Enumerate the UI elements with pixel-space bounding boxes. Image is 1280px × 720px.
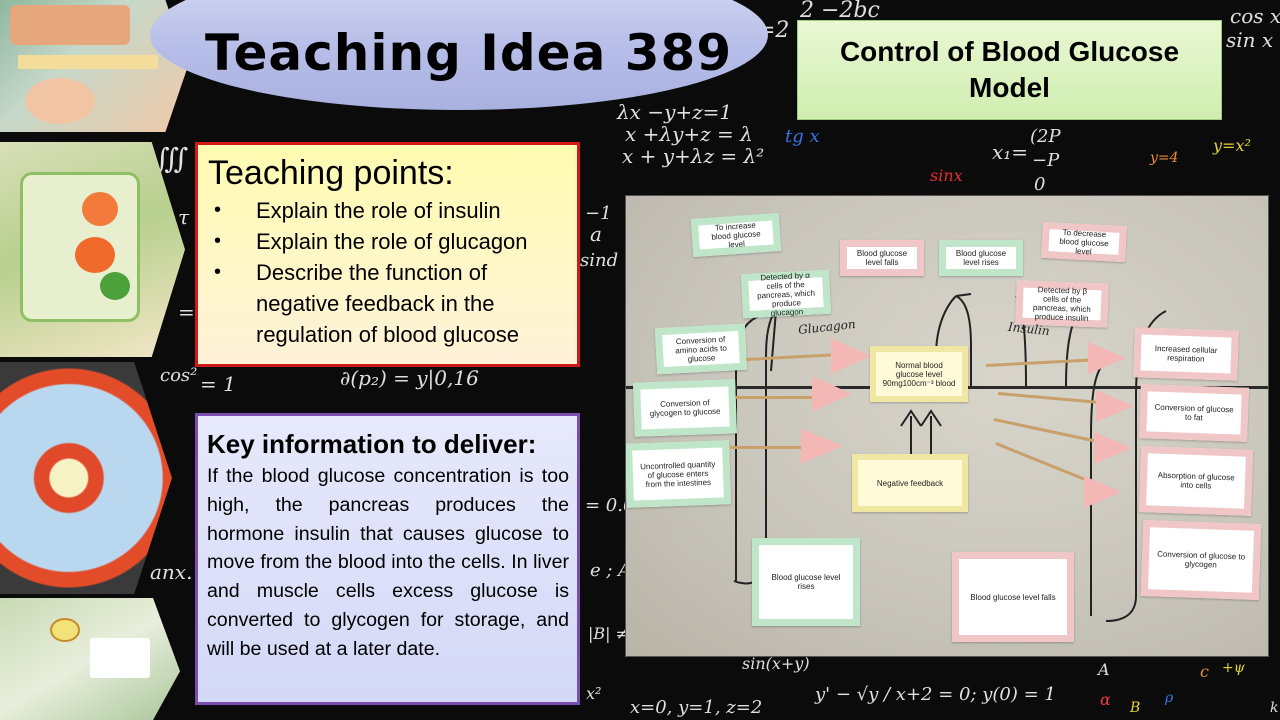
- arrow-flag-7: [1084, 476, 1122, 508]
- arrow-flag-1: [831, 338, 871, 374]
- math-eq-26: anx.: [150, 560, 193, 584]
- teaching-points-heading: Teaching points:: [208, 154, 454, 192]
- math-eq-24: sind: [580, 250, 619, 271]
- teaching-points-list: Explain the role of insulin Explain the …: [208, 195, 569, 350]
- topic-line-1: Control of Blood Glucose: [839, 35, 1180, 67]
- arrow-flag-6: [1094, 432, 1132, 464]
- math-eq-38: +ψ: [1222, 660, 1245, 676]
- math-eq-39: |B| ≠: [588, 624, 630, 643]
- math-eq-15: 0: [1034, 174, 1046, 195]
- card-uncontrolled: Uncontrolled quantity of glucose enters …: [626, 440, 732, 508]
- math-eq-16: ∭: [155, 142, 189, 175]
- key-information-heading: Key information to deliver:: [207, 429, 537, 459]
- math-eq-23: a: [590, 222, 602, 246]
- math-eq-2: x +λy+z = λ: [625, 122, 753, 146]
- math-eq-3: x + y+λz = λ²: [622, 144, 765, 168]
- math-eq-30: x=0, y=1, z=2: [630, 697, 763, 718]
- math-eq-21: ∂(p₂) = y|0,16: [340, 366, 479, 390]
- card-level-falls-top: Blood glucose level falls: [840, 240, 924, 276]
- card-glycogen-to-glucose: Conversion of glycogen to glucose: [633, 379, 737, 437]
- arrow-flag-2: [812, 376, 852, 412]
- card-negative-feedback: Negative feedback: [852, 454, 968, 512]
- math-eq-1: λx −y+z=1: [617, 100, 733, 124]
- math-eq-25: = 0.0: [585, 495, 635, 516]
- card-amino-acids: Conversion of amino acids to glucose: [654, 323, 748, 375]
- card-alpha-cells: Detected by α cells of the pancreas, whi…: [740, 269, 832, 319]
- model-photo: To increase blood glucose level Blood gl…: [625, 195, 1269, 657]
- card-level-rises-top: Blood glucose level rises: [939, 240, 1023, 276]
- math-eq-19: cos²: [160, 365, 198, 386]
- math-eq-12: x₁=: [992, 140, 1029, 164]
- teaching-point: Explain the role of insulin: [208, 195, 569, 226]
- card-level-falls-bottom: Blood glucose level falls: [952, 552, 1074, 642]
- teaching-point: Describe the function of negative feedba…: [208, 257, 569, 350]
- photo-cell-model: [0, 142, 185, 357]
- math-eq-34: A: [1098, 660, 1110, 679]
- card-normal-level: Normal blood glucose level 90mg100cm⁻³ b…: [870, 346, 968, 402]
- key-information-body: If the blood glucose concentration is to…: [207, 465, 569, 660]
- math-eq-20: = 1: [200, 372, 236, 396]
- card-level-rises-bottom: Blood glucose level rises: [752, 538, 860, 626]
- math-eq-11: y=4: [1150, 150, 1179, 166]
- math-eq-37: x²: [586, 684, 602, 703]
- page-title: Teaching Idea 389: [205, 24, 733, 82]
- math-eq-36: k: [1270, 700, 1279, 716]
- key-information-box: Key information to deliver: If the blood…: [195, 413, 580, 705]
- stick-2: [736, 396, 824, 399]
- photo-cell-diagram: [0, 598, 180, 720]
- card-glucose-to-glycogen: Conversion of glucose to glycogen: [1140, 519, 1262, 601]
- math-eq-6: cos x: [1230, 4, 1280, 28]
- math-eq-29: y' − √y / x+2 = 0; y(0) = 1: [815, 684, 1056, 705]
- math-eq-13: (2P: [1030, 126, 1061, 147]
- math-eq-32: B: [1130, 700, 1141, 716]
- card-absorption: Absorption of glucose into cells: [1138, 446, 1254, 516]
- topic-box: Control of Blood Glucose Model: [797, 20, 1222, 120]
- math-eq-22: −1: [585, 203, 612, 224]
- arrow-flag-4: [1088, 342, 1126, 374]
- math-eq-7: sin x: [1226, 28, 1274, 52]
- math-eq-28: sin(x+y): [742, 654, 810, 673]
- card-glucose-to-fat: Conversion of glucose to fat: [1139, 384, 1249, 442]
- math-eq-8: tg x: [785, 126, 820, 147]
- math-eq-18: =: [178, 300, 195, 324]
- math-eq-17: τ: [178, 205, 190, 229]
- arrow-flag-5: [1096, 390, 1134, 422]
- card-beta-cells: Detected by β cells of the pancreas, whi…: [1015, 280, 1109, 328]
- card-to-decrease: To decrease blood glucose level: [1041, 221, 1127, 263]
- math-eq-10: y=x²: [1213, 136, 1251, 155]
- math-eq-9: sinx: [930, 166, 963, 185]
- stick-3: [730, 446, 816, 449]
- left-photo-strip: [0, 0, 188, 720]
- math-eq-27: e ; A: [590, 560, 632, 581]
- teaching-point: Explain the role of glucagon: [208, 226, 569, 257]
- photo-cycle-wheel: [0, 362, 172, 594]
- teaching-points-box: Teaching points: Explain the role of ins…: [195, 142, 580, 367]
- arrow-flag-3: [801, 428, 843, 464]
- math-eq-14: −P: [1032, 150, 1060, 171]
- card-respiration: Increased cellular respiration: [1133, 327, 1239, 381]
- math-eq-35: c: [1200, 662, 1209, 681]
- math-eq-31: α: [1100, 690, 1111, 709]
- math-eq-5: 2 −2bc: [800, 0, 880, 23]
- card-to-increase: To increase blood glucose level: [690, 212, 782, 258]
- math-eq-33: ρ: [1165, 690, 1174, 706]
- topic-line-2: Model: [969, 72, 1050, 103]
